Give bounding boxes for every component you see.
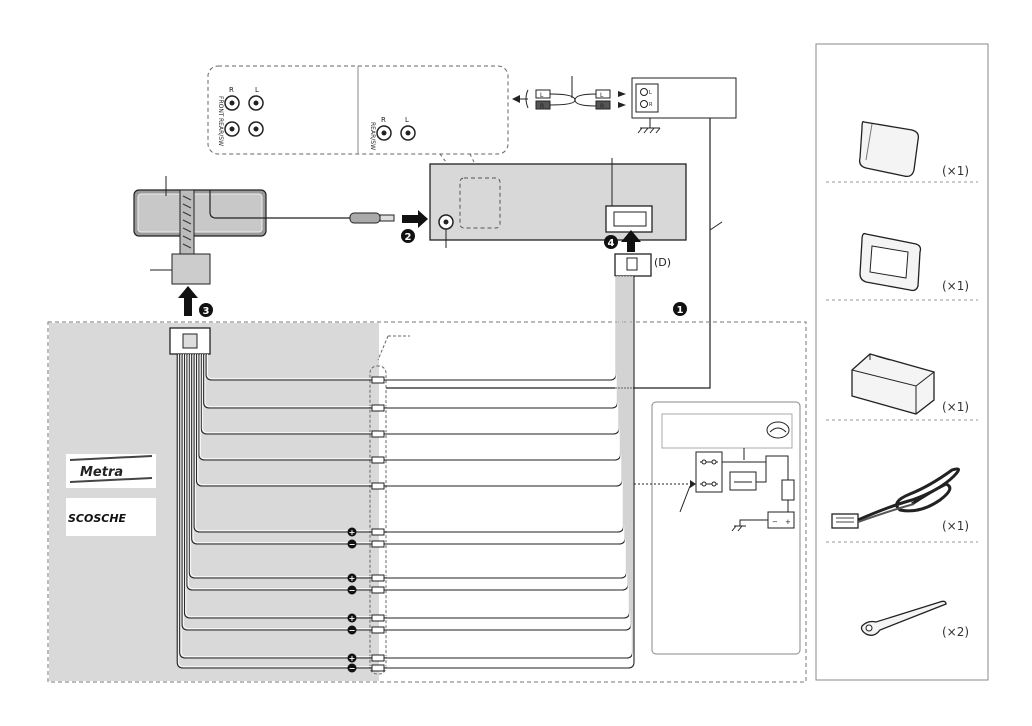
step1-marker: 1: [673, 302, 687, 316]
battery-minus: −: [772, 518, 778, 526]
polarity-plus-symbol: +: [349, 574, 356, 583]
rca-right-rearsw-label: REAR/SW: [369, 122, 376, 150]
amp-r-label: R: [649, 102, 653, 108]
step2-number: 2: [405, 232, 412, 243]
rca-plug-r-label: R: [540, 103, 544, 110]
scosche-logo: SCOSCHE: [66, 498, 156, 536]
polarity-plus-symbol: +: [349, 528, 356, 537]
step3-connector: 3: [150, 254, 213, 317]
remote-input-module: [134, 176, 394, 254]
metra-logo: Metra: [66, 454, 156, 488]
wire-joint: [372, 615, 384, 621]
polarity-minus-symbol: −: [349, 626, 356, 635]
metra-text: Metra: [80, 465, 123, 480]
wire-joint: [372, 431, 384, 437]
wire-joint: [372, 457, 384, 463]
wire-joint: [372, 655, 384, 661]
accessory-qty-5: (×2): [942, 625, 969, 639]
polarity-minus-symbol: −: [349, 664, 356, 673]
amp-remote-pointer: [710, 222, 722, 230]
polarity-plus-symbol: +: [349, 614, 356, 623]
polarity-minus-symbol: −: [349, 540, 356, 549]
accessory-qty-1: (×1): [942, 164, 969, 178]
battery-plus: +: [785, 518, 791, 526]
rca-left-rearsw-label: REAR/SW: [217, 118, 224, 146]
accessory-qty-3: (×1): [942, 400, 969, 414]
amp-l-label: L: [649, 90, 652, 96]
rca-left-l-label: L: [255, 86, 259, 94]
rca-right-l-label: L: [405, 116, 409, 124]
polarity-minus-symbol: −: [349, 586, 356, 595]
external-amplifier: L R: [632, 78, 736, 133]
wire-joint: [372, 529, 384, 535]
accessories-panel: (×1) (×1) (×1) (×1) (×2): [816, 44, 988, 680]
rca-plug-r2-label: R: [600, 103, 604, 110]
step1-number: 1: [677, 305, 684, 316]
wire-joint: [372, 665, 384, 671]
wire-joint: [372, 575, 384, 581]
rca-output-callout: R L FRONT REAR/SW R L REAR/SW: [208, 66, 508, 178]
rca-right-r-label: R: [381, 116, 386, 124]
scosche-text: SCOSCHE: [68, 512, 127, 525]
harness-connector-left: [170, 328, 210, 354]
wire-joint: [372, 483, 384, 489]
ignition-inset: − +: [634, 402, 800, 654]
wire-joint: [372, 587, 384, 593]
polarity-plus-symbol: +: [349, 654, 356, 663]
amp-remote-wire: [386, 118, 710, 388]
wire-joint: [372, 627, 384, 633]
step4-number: 4: [608, 238, 615, 249]
accessory-qty-4: (×1): [942, 519, 969, 533]
wire-joint: [372, 377, 384, 383]
wire-joint: [372, 541, 384, 547]
rca-cable-to-amp: L R L R: [512, 76, 626, 110]
accessory-qty-2: (×1): [942, 279, 969, 293]
faceplate-case-icon: [860, 122, 919, 177]
rca-left-front-label: FRONT: [217, 96, 224, 117]
step3-number: 3: [203, 306, 210, 317]
rca-left-r-label: R: [229, 86, 234, 94]
connector-d-label: (D): [654, 256, 671, 269]
wire-joint: [372, 405, 384, 411]
head-unit-rear: [430, 158, 686, 248]
step2-arrow: 2: [401, 210, 428, 243]
